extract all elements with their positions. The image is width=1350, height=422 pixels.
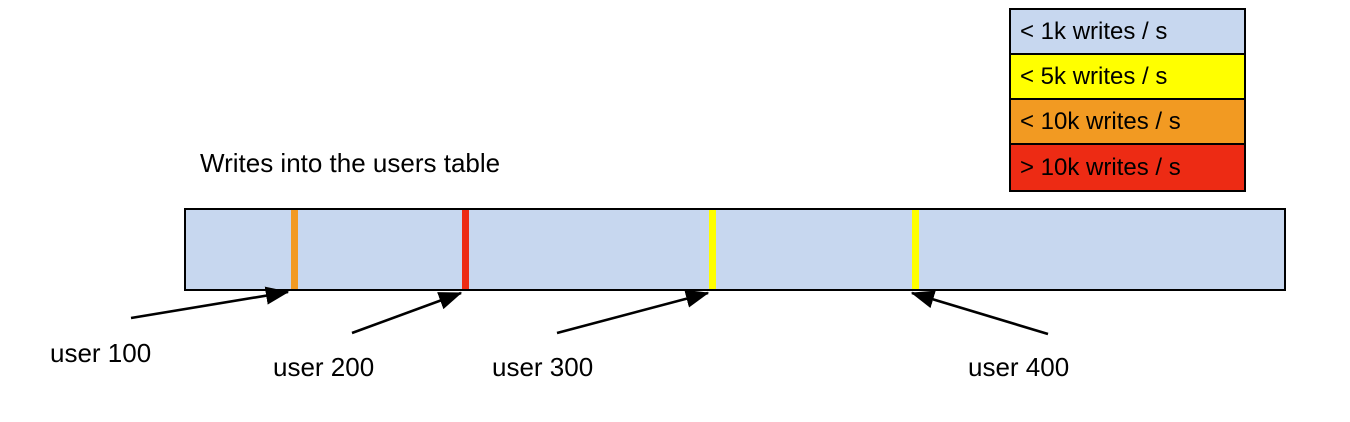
legend-label: < 1k writes / s — [1020, 17, 1168, 45]
legend-row-1: < 5k writes / s — [1011, 55, 1244, 100]
callout-label-2: user 300 — [492, 352, 594, 382]
legend: < 1k writes / s < 5k writes / s < 10k writ… — [1009, 8, 1246, 192]
marker-user-300 — [709, 210, 716, 289]
legend-label: < 10k writes / s — [1020, 107, 1181, 135]
bar-title: Writes into the users table — [200, 148, 501, 178]
legend-row-3: > 10k writes / s — [1011, 145, 1244, 190]
marker-user-100 — [291, 210, 298, 289]
legend-label: < 5k writes / s — [1020, 62, 1168, 90]
users-table-bar — [184, 208, 1286, 291]
arrow-user-100 — [130, 286, 290, 320]
legend-row-2: < 10k writes / s — [1011, 100, 1244, 145]
callout-label-3: user 400 — [968, 352, 1070, 382]
callout-label-0: user 100 — [50, 338, 152, 368]
marker-user-200 — [462, 210, 469, 289]
legend-row-0: < 1k writes / s — [1011, 10, 1244, 55]
arrow-user-200 — [351, 291, 463, 335]
callout-label-1: user 200 — [273, 352, 375, 382]
legend-label: > 10k writes / s — [1020, 153, 1181, 181]
arrow-user-300 — [556, 289, 710, 335]
marker-user-400 — [912, 210, 919, 289]
arrow-user-400 — [910, 290, 1049, 336]
